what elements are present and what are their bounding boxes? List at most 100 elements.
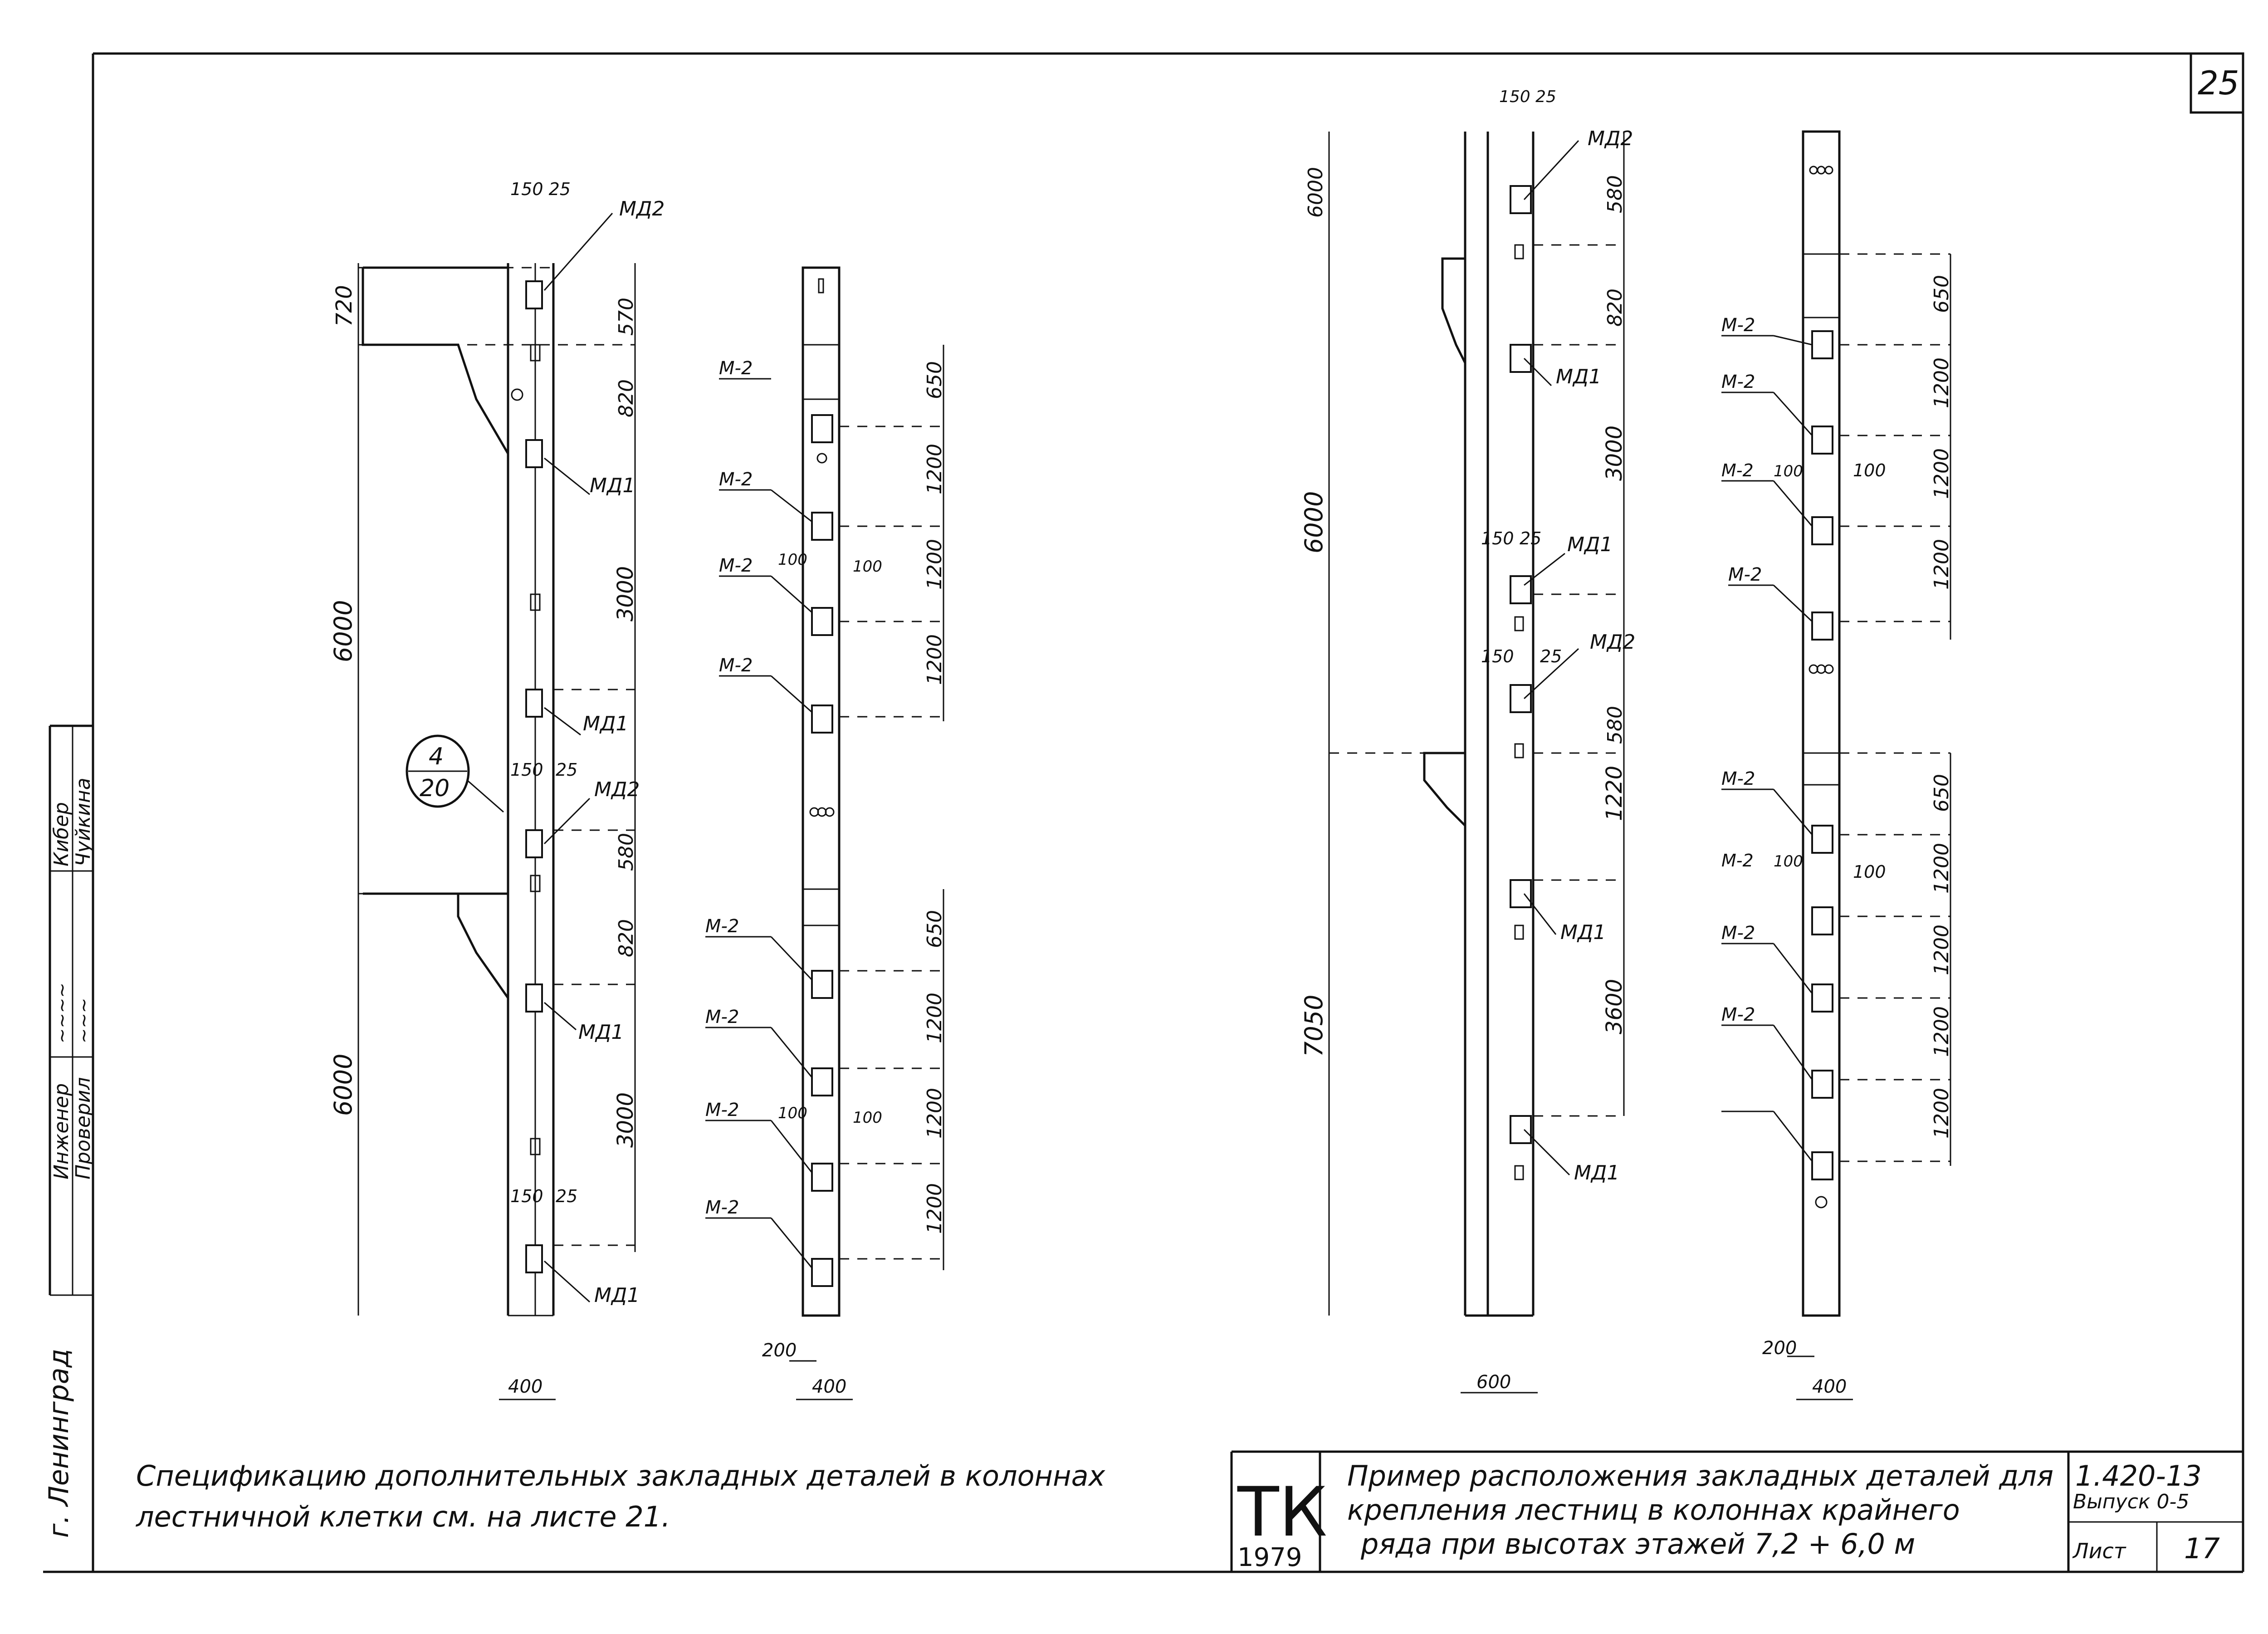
col3-tag-2: МД1 xyxy=(1567,533,1613,556)
column-3: 6000 6000 7050 580 820 3000 580 1220 360… xyxy=(1300,88,1635,1394)
col4-dim-0: 650 xyxy=(1930,275,1953,313)
col1-height-0: 720 xyxy=(332,285,357,327)
col2-tag-4: М-2 xyxy=(705,916,739,937)
title-line-1: Пример расположения закладных деталей дл… xyxy=(1347,1459,2053,1492)
col3-mid2-b: 25 xyxy=(1540,646,1562,666)
col2-tag-2: М-2 xyxy=(719,555,753,576)
logo-year: 1979 xyxy=(1237,1543,1302,1572)
col4-gap-d: 100 xyxy=(1853,862,1886,882)
col4-dim-2: 1200 xyxy=(1930,448,1953,499)
col4-tag-3: М-2 xyxy=(1728,564,1762,585)
col3-tag-3: МД2 xyxy=(1590,631,1635,654)
column-2: 650 1200 1200 1200 650 1200 1200 1200 10… xyxy=(705,266,946,1400)
stamp-signature-1: ~~~~ xyxy=(52,983,73,1043)
sheet-value: 17 xyxy=(2184,1532,2220,1565)
col4-tag-5: М-2 xyxy=(1721,851,1754,871)
col2-dim-3: 1200 xyxy=(923,634,946,685)
column-1: 720 6000 6000 570 820 3000 580 820 3000 … xyxy=(329,179,665,1400)
col4-dim-7: 1200 xyxy=(1930,1006,1953,1057)
col4-tag-4: М-2 xyxy=(1721,768,1755,789)
col4-plates xyxy=(1809,330,1834,1208)
col3-height-0: 6000 xyxy=(1304,167,1327,218)
col4-dim-4: 650 xyxy=(1930,774,1953,812)
stamp-name-1: Кибер xyxy=(50,802,73,866)
col1-dim-2: 3000 xyxy=(613,566,638,621)
col4-tag-1: М-2 xyxy=(1721,372,1755,392)
col4-dim-5: 1200 xyxy=(1930,843,1953,894)
col3-dim-3: 580 xyxy=(1603,706,1627,744)
col4-dim-8: 1200 xyxy=(1930,1088,1953,1139)
column-4: 650 1200 1200 1200 650 1200 1200 1200 12… xyxy=(1721,130,1953,1400)
col3-tag-5: МД1 xyxy=(1574,1161,1619,1184)
col2-gap-b: 100 xyxy=(853,558,882,576)
col2-dim-1: 1200 xyxy=(923,444,946,494)
col4-tag-6: М-2 xyxy=(1721,923,1755,944)
stamp-city: г. Ленинград xyxy=(43,1349,75,1538)
title-block: ТК 1979 Пример расположения закладных де… xyxy=(1230,1450,2243,1572)
col4-width: 400 xyxy=(1812,1376,1847,1397)
col3-height-1: 6000 xyxy=(1300,491,1328,553)
title-line-3: ряда при высотах этажей 7,2 + 6,0 м xyxy=(1360,1527,1915,1561)
col1-tag-1: МД1 xyxy=(590,474,635,497)
col4-gap-a: 100 xyxy=(1774,462,1803,480)
col1-tag-0: МД2 xyxy=(619,197,665,220)
col1-tag-4: МД1 xyxy=(578,1021,624,1044)
col4-offset: 200 xyxy=(1762,1338,1797,1359)
col3-tag-1: МД1 xyxy=(1556,365,1601,388)
col1-dim-4: 820 xyxy=(615,919,638,957)
col4-gap-b: 100 xyxy=(1853,460,1886,480)
stamp-role-engineer: Инженер xyxy=(50,1083,73,1179)
col3-mid-b: 25 xyxy=(1520,528,1541,548)
col3-tag-4: МД1 xyxy=(1560,921,1606,944)
col1-width: 400 xyxy=(508,1376,543,1397)
col2-tag-0: М-2 xyxy=(719,358,753,379)
col1-low-dim-b: 25 xyxy=(556,1186,577,1206)
col3-dim-0: 580 xyxy=(1603,175,1627,213)
col1-dim-0: 570 xyxy=(615,298,638,336)
stamp-name-2: Чуйкина xyxy=(72,778,95,866)
col3-plates xyxy=(1510,185,1532,1180)
col3-tag-0: МД2 xyxy=(1588,127,1633,150)
col3-dim-1: 820 xyxy=(1603,289,1627,327)
col1-top-dims: 150 25 xyxy=(510,179,571,199)
col1-tag-5: МД1 xyxy=(594,1284,640,1307)
col2-dim-0: 650 xyxy=(923,361,946,399)
col4-tag-2: М-2 xyxy=(1721,460,1754,480)
col3-mid2-a: 150 xyxy=(1481,646,1514,666)
col2-tag-3: М-2 xyxy=(719,655,753,676)
col1-dim-3: 580 xyxy=(615,833,638,871)
col1-height-1: 6000 xyxy=(329,600,357,662)
col3-mid-a: 150 xyxy=(1481,528,1514,548)
col1-tag-2: МД1 xyxy=(583,712,628,735)
col3-height-2: 7050 xyxy=(1300,995,1328,1057)
title-line-2: крепления лестниц в колоннах крайнего xyxy=(1347,1493,1960,1526)
sheet-number-box: 25 xyxy=(2190,52,2244,114)
col2-tag-1: М-2 xyxy=(719,469,753,490)
col2-gap-c: 100 xyxy=(778,1104,807,1122)
col2-dim-7: 1200 xyxy=(923,1183,946,1234)
col2-plates xyxy=(809,414,835,1287)
col2-tag-5: М-2 xyxy=(705,1007,739,1027)
col3-dim-5: 3600 xyxy=(1602,979,1627,1034)
col3-top-dims: 150 25 xyxy=(1499,88,1556,106)
col1-height-2: 6000 xyxy=(329,1054,357,1116)
col3-width: 600 xyxy=(1476,1372,1511,1393)
series-issue: Выпуск 0-5 xyxy=(2073,1490,2189,1513)
col1-dim-5: 3000 xyxy=(613,1092,638,1148)
callout-num: 4 xyxy=(429,743,444,770)
sheet-number: 25 xyxy=(2198,64,2239,102)
col2-gap-d: 100 xyxy=(853,1109,882,1127)
col1-mid-dim-a: 150 xyxy=(510,760,543,780)
col2-dim-5: 1200 xyxy=(923,993,946,1043)
stamp-role-checked: Проверил xyxy=(72,1077,95,1179)
section-callout: 4 20 xyxy=(406,734,504,813)
col4-tag-0: М-2 xyxy=(1721,315,1755,336)
col2-offset: 200 xyxy=(762,1340,797,1361)
col4-dim-6: 1200 xyxy=(1930,925,1953,975)
note-line-2: лестничной клетки см. на листе 21. xyxy=(136,1500,670,1533)
col4-dim-1: 1200 xyxy=(1930,357,1953,408)
col2-dim-4: 650 xyxy=(923,910,946,948)
col2-dim-6: 1200 xyxy=(923,1088,946,1139)
col1-plates xyxy=(511,280,543,1273)
